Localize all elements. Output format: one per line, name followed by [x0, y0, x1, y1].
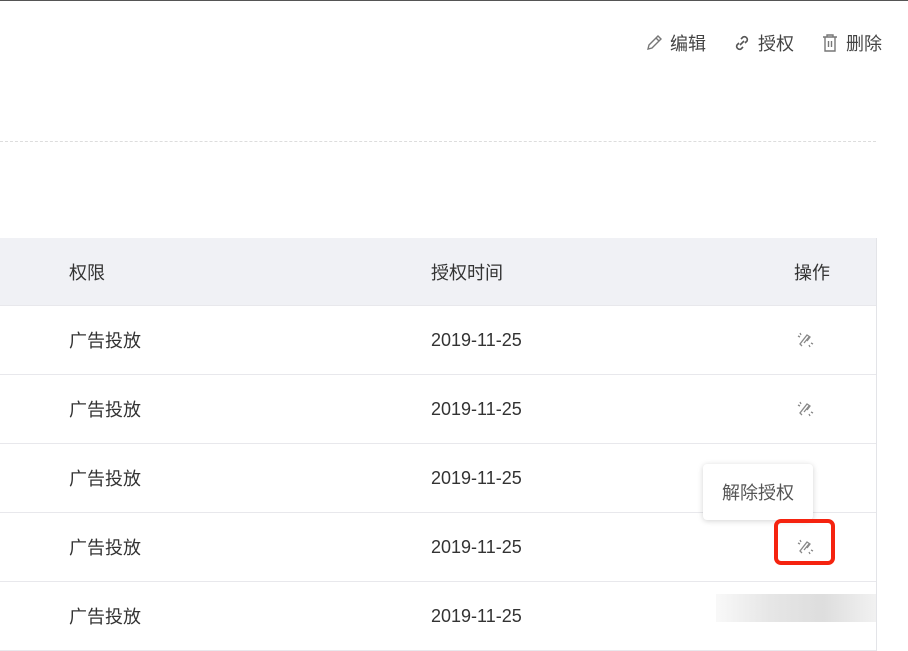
unlink-icon[interactable]	[794, 536, 816, 558]
table-row: 广告投放 2019-11-25	[0, 444, 876, 513]
pencil-icon	[647, 35, 662, 50]
permission-cell: 广告投放	[69, 538, 141, 558]
trash-icon	[823, 34, 837, 52]
authorize-label: 授权	[758, 34, 794, 54]
toolbar: 编辑 授权 删除	[644, 30, 882, 56]
permission-cell: 广告投放	[69, 400, 141, 420]
table-row: 广告投放 2019-11-25	[0, 375, 876, 444]
permission-cell: 广告投放	[69, 331, 141, 351]
time-cell: 2019-11-25	[431, 329, 522, 350]
link-icon	[735, 35, 749, 51]
time-cell: 2019-11-25	[431, 605, 522, 626]
header-time: 授权时间	[431, 262, 503, 283]
header-actions: 操作	[794, 262, 830, 283]
header-permission: 权限	[69, 262, 105, 283]
top-border	[0, 0, 908, 1]
delete-button[interactable]: 删除	[820, 30, 882, 56]
divider	[0, 141, 876, 142]
edit-button[interactable]: 编辑	[644, 30, 706, 56]
tooltip: 解除授权	[703, 464, 813, 520]
watermark	[716, 594, 876, 622]
edit-label: 编辑	[670, 34, 706, 54]
permission-cell: 广告投放	[69, 607, 141, 627]
table-row: 广告投放 2019-11-25	[0, 513, 876, 582]
time-cell: 2019-11-25	[431, 536, 522, 557]
unlink-icon[interactable]	[794, 398, 816, 420]
table-row: 广告投放 2019-11-25	[0, 306, 876, 375]
highlight-box	[774, 519, 835, 565]
time-cell: 2019-11-25	[431, 467, 522, 488]
time-cell: 2019-11-25	[431, 398, 522, 419]
unlink-icon[interactable]	[794, 329, 816, 351]
delete-label: 删除	[846, 34, 882, 54]
table-header: 权限 授权时间 操作	[0, 238, 876, 306]
authorize-button[interactable]: 授权	[732, 30, 794, 56]
permission-cell: 广告投放	[69, 469, 141, 489]
